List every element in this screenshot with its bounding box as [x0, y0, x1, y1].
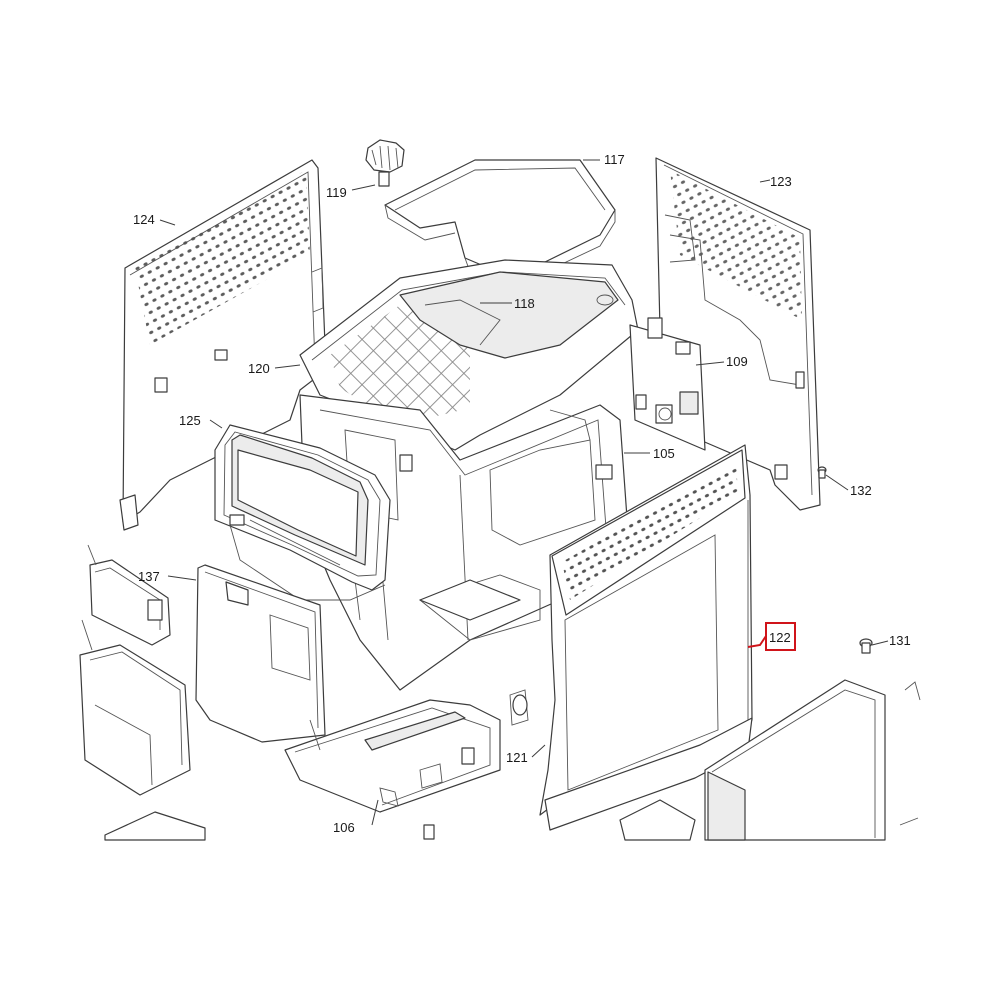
callout-131: 131 [889, 633, 911, 648]
upper-housing-part [299, 259, 639, 451]
front-panel-part [509, 444, 753, 831]
drip-panel-part [195, 564, 326, 743]
callout-132: 132 [850, 483, 872, 498]
callout-120: 120 [248, 361, 270, 376]
callout-123: 123 [770, 174, 792, 189]
highlight-box-122 [765, 622, 796, 651]
callout-124: 124 [133, 212, 155, 227]
callout-105: 105 [653, 446, 675, 461]
callout-109: 109 [726, 354, 748, 369]
front-frame-part [214, 424, 391, 601]
callout-117: 117 [604, 152, 625, 167]
callout-119: 119 [326, 185, 347, 200]
callout-118: 118 [514, 296, 535, 311]
circuit-board-part [629, 317, 706, 451]
callout-125: 125 [179, 413, 201, 428]
screw-131-part [859, 638, 873, 654]
base-tray-part [284, 699, 501, 813]
callout-122: 122 [769, 630, 791, 645]
knob-part [365, 139, 405, 187]
callout-106: 106 [333, 820, 355, 835]
bottom-right-partial-parts [423, 679, 921, 841]
callout-121: 121 [506, 750, 528, 765]
screw-132-part [817, 466, 827, 479]
callout-137: 137 [138, 569, 160, 584]
leader-lines [159, 159, 889, 826]
left-side-panel-part [119, 159, 327, 531]
left-partial-parts [79, 544, 206, 841]
